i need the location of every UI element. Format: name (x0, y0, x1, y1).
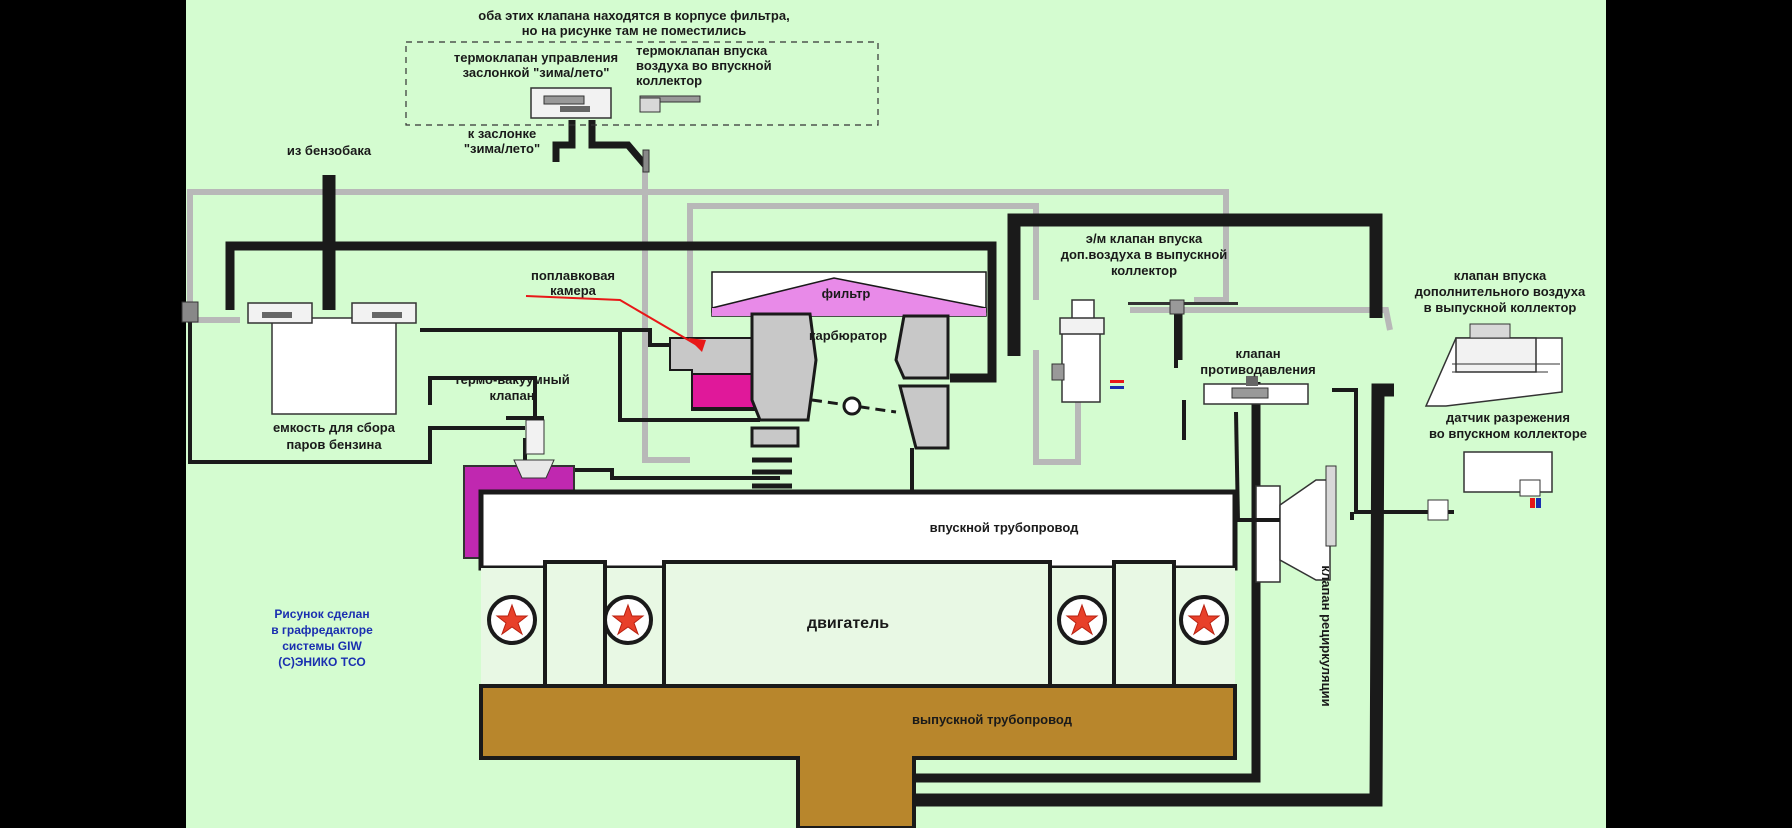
hose-em-to-extra-air (1007, 213, 1383, 356)
extra-air-valve (1424, 323, 1563, 407)
credit-line3: системы GIW (282, 639, 362, 653)
vac-sensor-label-1: датчик разрежения (1446, 410, 1570, 425)
em-valve-label-1: э/м клапан впуска (1086, 231, 1203, 246)
float-chamber (691, 373, 759, 409)
line-canister-to-carb (420, 328, 760, 422)
top-valve-hoses (552, 120, 648, 168)
grey-hose-thermo-to-carb (642, 163, 690, 463)
canister-label-1: емкость для сбора (273, 420, 396, 435)
grey-hose-to-extra-air (1130, 307, 1393, 331)
spark-plug-icons (487, 595, 1229, 645)
note-text-line1: оба этих клапана находятся в корпусе фил… (478, 8, 789, 23)
em-valve-label-3: коллектор (1111, 263, 1177, 278)
filter-label: фильтр (822, 286, 871, 301)
vacuum-sensor (1427, 451, 1553, 521)
exhaust-manifold-label: выпускной трубопровод (912, 712, 1073, 727)
egr-valve (1236, 465, 1337, 583)
egr-valve-label: клапан рециркуляции (1319, 565, 1334, 706)
backpressure-label-1: клапан (1235, 346, 1280, 361)
engine-label: двигатель (807, 615, 889, 632)
backpressure-valve (1203, 376, 1309, 405)
hose-canister-to-carb (225, 241, 997, 383)
line-canister-to-thermovac (188, 312, 525, 464)
intake-manifold-label: впускной трубопровод (930, 520, 1080, 535)
line-vac-sensor (1332, 388, 1454, 514)
grey-hose-filter-loop (687, 203, 1039, 350)
float-label-2: камера (550, 283, 597, 298)
thermo-vac-label-2: клапан (489, 388, 534, 403)
credit-line2: в графредакторе (271, 623, 373, 637)
credit-line1: Рисунок сделан (274, 607, 369, 621)
line-thermovac-loop (428, 376, 537, 420)
line-backpressure-to-egr (1234, 411, 1240, 523)
float-label-1: поплавковая (531, 268, 615, 283)
to-damper-label-2: "зима/лето" (464, 141, 540, 156)
thermo-intake-label-3: коллектор (636, 73, 702, 88)
em-valve-label-2: доп.воздуха в выпускной (1061, 247, 1228, 262)
line-thermovac-to-manifold (523, 438, 780, 480)
thermo-winter-label-1: термоклапан управления (454, 50, 618, 65)
thermo-vac-label-1: термо-вакуумный (454, 372, 570, 387)
backpressure-label-2: противодавления (1200, 362, 1315, 377)
note-text-line2: но на рисунке там не поместились (522, 23, 747, 38)
float-chamber-arrow (525, 295, 706, 352)
thermo-intake-label-1: термоклапан впуска (636, 43, 768, 58)
thermo-intake-label-2: воздуха во впускной (636, 58, 772, 73)
grey-hose-top-loop (187, 189, 1229, 308)
carburetor-label: карбюратор (809, 328, 887, 343)
hose-extra-air-to-exhaust (915, 383, 1394, 807)
from-tank-label: из бензобака (287, 143, 372, 158)
thermo-winter-label-2: заслонкой "зима/лето" (463, 65, 610, 80)
exhaust-manifold (479, 684, 1237, 828)
canister-label-2: паров бензина (286, 437, 382, 452)
credit-line4: (С)ЭНИКО ТСО (278, 655, 366, 669)
extra-air-label-3: в выпускной коллектор (1424, 300, 1577, 315)
hose-to-damper-left (552, 120, 576, 162)
vapor-canister (181, 301, 417, 415)
carburetor (669, 271, 987, 492)
em-air-valve (1051, 299, 1238, 403)
thermo-intake-valve (639, 95, 701, 173)
extra-air-label-1: клапан впуска (1454, 268, 1547, 283)
extra-air-label-2: дополнительного воздуха (1415, 284, 1586, 299)
thin-black-lines (188, 310, 1454, 523)
left-letterbox (0, 0, 186, 828)
thermo-winter-valve (530, 87, 612, 119)
hose-to-damper-right (588, 120, 648, 168)
to-damper-label-1: к заслонке (468, 126, 537, 141)
grey-hoses (187, 163, 1393, 465)
note-dashed-box (405, 41, 879, 126)
intake-manifold (478, 489, 1238, 571)
right-letterbox (1606, 0, 1792, 828)
vac-sensor-label-2: во впускном коллекторе (1429, 426, 1587, 441)
